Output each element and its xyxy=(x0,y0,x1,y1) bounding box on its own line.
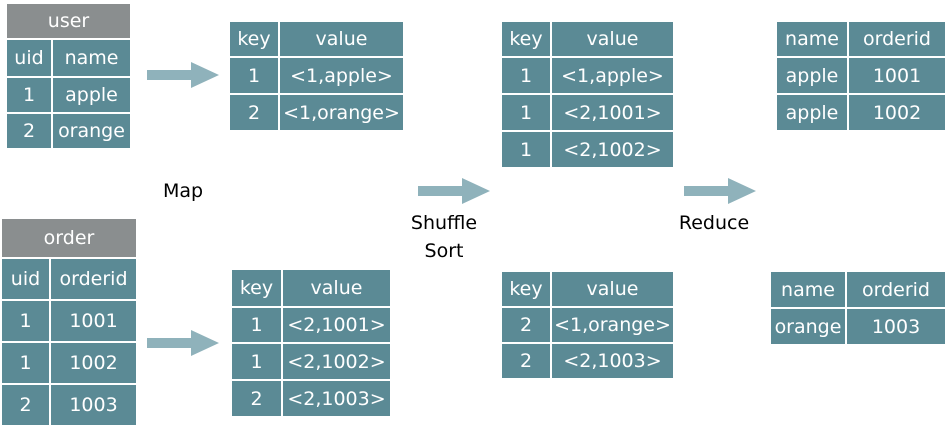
table-cell: 1001 xyxy=(48,299,139,343)
table-cell: <2,1001> xyxy=(550,93,675,132)
column-header: name xyxy=(769,270,847,309)
table-cell: 2 xyxy=(500,342,552,380)
table-cell: 1 xyxy=(228,56,280,95)
table-cell: 2 xyxy=(0,383,51,427)
order-table-caption: order xyxy=(0,217,139,259)
arrow-right-icon xyxy=(147,62,219,88)
table-row: 2 <1,orange> xyxy=(228,93,405,132)
column-header: key xyxy=(228,20,280,58)
table-cell: orange xyxy=(769,307,847,346)
table-cell: 1 xyxy=(500,56,552,95)
map-output-table-2: key value 1 <2,1001> 1 <2,1002> 2 <2,100… xyxy=(230,268,392,418)
table-row: 1 1001 xyxy=(0,299,139,343)
table-row: 1 <2,1001> xyxy=(500,93,675,132)
table-cell: <1,orange> xyxy=(278,93,405,132)
table-cell: orange xyxy=(50,112,133,150)
table-row: 1 <1,apple> xyxy=(500,56,675,95)
table-cell: 1 xyxy=(230,342,283,381)
arrow-right-icon xyxy=(147,330,219,356)
column-header: key xyxy=(500,20,552,58)
table-row: 2 <2,1003> xyxy=(230,379,392,418)
table-cell: 2 xyxy=(5,112,53,150)
column-header: orderid xyxy=(845,270,947,309)
table-cell: 1 xyxy=(5,76,53,114)
table-row: 1 <2,1001> xyxy=(230,306,392,344)
column-header: uid xyxy=(5,38,53,78)
column-header: orderid xyxy=(847,20,947,58)
table-cell: <2,1002> xyxy=(281,342,392,381)
column-header: uid xyxy=(0,257,51,301)
table-cell: <1,apple> xyxy=(550,56,675,95)
table-cell: 2 xyxy=(228,93,280,132)
table-cell: <2,1003> xyxy=(281,379,392,418)
table-row: 1 <2,1002> xyxy=(230,342,392,381)
column-header: value xyxy=(550,270,675,308)
table-cell: apple xyxy=(775,56,849,95)
order-table: order uid orderid 1 1001 1 1002 2 1003 xyxy=(0,217,139,427)
reduce-output-table-1: name orderid apple 1001 apple 1002 xyxy=(775,20,947,132)
user-table: user uid name 1 apple 2 orange xyxy=(4,2,133,150)
table-row: 2 <2,1003> xyxy=(500,342,675,380)
table-row: 1 <1,apple> xyxy=(228,56,405,95)
table-row: 1 <2,1002> xyxy=(500,130,675,169)
user-table-caption: user xyxy=(4,2,133,40)
table-cell: 2 xyxy=(500,306,552,344)
reduce-label: Reduce xyxy=(678,212,750,234)
table-cell: <2,1003> xyxy=(550,342,675,380)
table-cell: 1003 xyxy=(48,383,139,427)
table-cell: apple xyxy=(775,93,849,132)
column-header: name xyxy=(50,38,133,78)
table-row: 2 orange xyxy=(5,112,133,150)
table-row: 1 apple xyxy=(5,76,133,114)
shuffle-output-table-2: key value 2 <1,orange> 2 <2,1003> xyxy=(500,270,675,380)
table-row: 2 1003 xyxy=(0,383,139,427)
table-row: 1 1002 xyxy=(0,341,139,385)
table-cell: apple xyxy=(50,76,133,114)
map-label: Map xyxy=(162,180,204,202)
table-cell: 1001 xyxy=(847,56,947,95)
reduce-output-table-2: name orderid orange 1003 xyxy=(769,270,947,346)
table-cell: 1 xyxy=(0,299,51,343)
shuffle-output-table-1: key value 1 <1,apple> 1 <2,1001> 1 <2,10… xyxy=(500,20,675,169)
table-cell: 2 xyxy=(230,379,283,418)
table-cell: 1002 xyxy=(847,93,947,132)
table-cell: 1003 xyxy=(845,307,947,346)
table-cell: <2,1001> xyxy=(281,306,392,344)
table-row: orange 1003 xyxy=(769,307,947,346)
table-cell: 1002 xyxy=(48,341,139,385)
arrow-right-icon xyxy=(418,178,490,204)
table-cell: 1 xyxy=(230,306,283,344)
column-header: value xyxy=(278,20,405,58)
column-header: key xyxy=(500,270,552,308)
table-cell: <1,orange> xyxy=(550,306,675,344)
table-cell: 1 xyxy=(0,341,51,385)
table-cell: <2,1002> xyxy=(550,130,675,169)
column-header: value xyxy=(550,20,675,58)
table-cell: 1 xyxy=(500,130,552,169)
shuffle-label: Shuffle xyxy=(410,212,478,234)
table-row: 2 <1,orange> xyxy=(500,306,675,344)
table-cell: 1 xyxy=(500,93,552,132)
table-row: apple 1001 xyxy=(775,56,947,95)
table-row: apple 1002 xyxy=(775,93,947,132)
map-output-table-1: key value 1 <1,apple> 2 <1,orange> xyxy=(228,20,405,132)
column-header: name xyxy=(775,20,849,58)
column-header: orderid xyxy=(48,257,139,301)
column-header: key xyxy=(230,268,283,308)
sort-label: Sort xyxy=(424,240,464,262)
table-cell: <1,apple> xyxy=(278,56,405,95)
column-header: value xyxy=(281,268,392,308)
arrow-right-icon xyxy=(684,178,756,204)
